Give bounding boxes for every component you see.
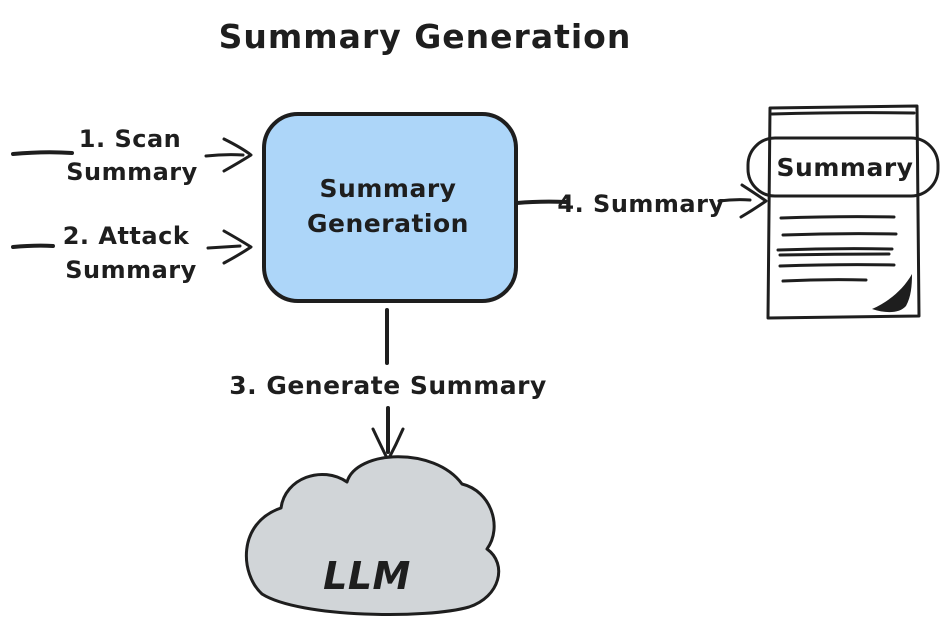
document-text-line	[781, 232, 898, 237]
document-title-banner	[746, 136, 940, 198]
attack-edge-tail-line	[11, 243, 55, 249]
attack-arrowhead-icon	[222, 229, 253, 265]
process-label-line2: Generation	[307, 209, 469, 238]
edge-generate-summary: 3. Generate Summary	[229, 308, 547, 462]
attack-edge-label-line2: Summary	[65, 256, 197, 284]
document-page-top-sketch-line	[770, 111, 916, 116]
output-edge-label: 4. Summary	[557, 190, 724, 218]
generate-edge-label: 3. Generate Summary	[229, 371, 547, 400]
diagram-title: Summary Generation	[219, 17, 632, 56]
llm-label: LLM	[323, 554, 411, 598]
document-text-line	[781, 278, 868, 283]
node-llm-cloud: LLM	[244, 455, 501, 617]
output-arrowhead-icon	[739, 183, 768, 219]
document-text-line	[779, 215, 896, 220]
scan-edge-label-line2: Summary	[66, 158, 198, 186]
document-folded-corner	[872, 274, 912, 313]
process-box	[262, 112, 518, 303]
document-label: Summary	[777, 153, 914, 182]
scan-edge-label-line1: 1. Scan	[79, 125, 181, 153]
edge-summary-output: 4. Summary	[515, 183, 768, 219]
scan-arrowhead-icon	[222, 137, 253, 173]
output-edge-arrow-line	[717, 198, 752, 203]
edge-scan-summary: 1. Scan Summary	[11, 125, 253, 186]
output-edge-line	[515, 199, 568, 205]
attack-edge-label-line1: 2. Attack	[63, 222, 190, 250]
scan-edge-arrow-line	[204, 153, 245, 158]
scan-edge-tail-line	[11, 150, 74, 156]
edge-attack-summary: 2. Attack Summary	[11, 222, 253, 284]
sketch-document-icon	[746, 104, 940, 320]
node-summary-generation: Summary Generation	[262, 112, 518, 303]
process-label-line1: Summary	[320, 174, 457, 203]
document-text-line	[778, 263, 896, 268]
document-text-line	[776, 247, 894, 252]
document-text-line	[778, 252, 891, 257]
node-summary-document: Summary	[746, 104, 940, 320]
sketch-cloud-icon	[244, 455, 501, 617]
attack-edge-arrow-line	[206, 244, 242, 250]
